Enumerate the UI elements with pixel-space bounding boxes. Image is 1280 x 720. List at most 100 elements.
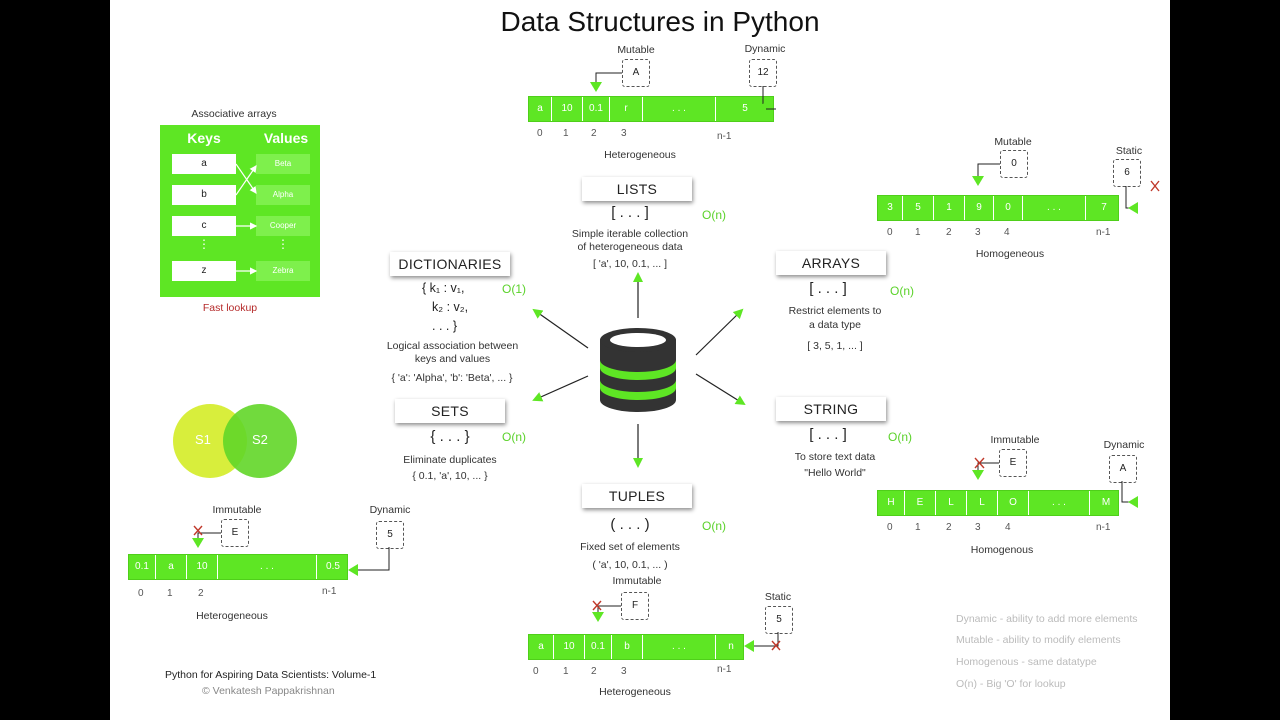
author-credit: © Venkatesh Pappakrishnan	[202, 685, 335, 697]
string-immutable-label: Immutable	[990, 434, 1040, 446]
lists-complexity: O(n)	[702, 208, 726, 222]
legend-homogenous: Homogenous - same datatype	[956, 656, 1097, 668]
array-index: 0	[887, 227, 893, 238]
string-label: STRING	[776, 397, 886, 421]
legend-mutable: Mutable - ability to modify elements	[956, 634, 1121, 646]
sets-array-caption: Heterogeneous	[196, 610, 268, 622]
array-index: n-1	[1096, 227, 1111, 238]
arrays-array-bar: 3 5 1 9 0 . . . 7	[877, 195, 1119, 221]
array-index: 1	[915, 227, 921, 238]
arrays-desc-line2: a data type	[809, 319, 861, 331]
array-cell: 10	[554, 635, 585, 659]
string-array-caption: Homogenous	[970, 544, 1034, 556]
arrays-array-caption: Homogeneous	[975, 248, 1045, 260]
dictionaries-desc-line1: Logical association between	[386, 340, 519, 352]
array-cell: . . .	[218, 555, 317, 579]
string-complexity: O(n)	[888, 430, 912, 444]
string-immutable-box: E	[999, 449, 1027, 477]
array-index: 4	[1004, 227, 1010, 238]
assoc-mapping-arrows	[235, 163, 258, 275]
arrays-label: ARRAYS	[776, 251, 886, 275]
value-cell: Zebra	[256, 261, 310, 281]
list-array-bar: a 10 0.1 r . . . 5	[528, 96, 774, 122]
dictionaries-symbol-line1: { k₁ : v₁,	[422, 281, 465, 295]
array-index: n-1	[717, 664, 732, 675]
string-dynamic-label: Dynamic	[1103, 439, 1145, 451]
array-cell: 0.5	[326, 561, 340, 572]
array-index: 1	[563, 666, 569, 677]
array-cell: 0	[994, 196, 1023, 220]
string-array-bar: H E L L O . . . M	[877, 490, 1119, 516]
string-symbol: [ . . . ]	[809, 426, 847, 443]
array-index: 2	[591, 666, 597, 677]
array-index: 2	[946, 522, 952, 533]
array-cell: H	[878, 491, 905, 515]
lists-example: [ 'a', 10, 0.1, ... ]	[592, 258, 668, 270]
diagram-title: Data Structures in Python	[500, 6, 820, 37]
array-connectors	[192, 72, 1160, 652]
sets-label: SETS	[395, 399, 505, 423]
key-cell: a	[172, 154, 236, 174]
array-index: n-1	[322, 586, 337, 597]
list-mutable-box: A	[622, 59, 650, 87]
arrays-symbol: [ . . . ]	[809, 280, 847, 297]
array-cell: a	[156, 555, 187, 579]
value-cell: Alpha	[256, 185, 310, 205]
array-index: n-1	[717, 131, 732, 142]
dictionaries-desc-line2: keys and values	[414, 353, 491, 365]
array-index: 0	[537, 128, 543, 139]
array-cell: . . .	[643, 97, 716, 121]
array-cell: 0.1	[583, 97, 610, 121]
set-s2-circle	[223, 404, 297, 478]
assoc-array-panel: Keys Values a b c ⋮ z Beta Alpha Cooper …	[160, 125, 320, 297]
list-mutable-label: Mutable	[617, 44, 655, 56]
tuples-immutable-label: Immutable	[612, 575, 662, 587]
tuples-static-label: Static	[764, 591, 792, 603]
array-index: 1	[915, 522, 921, 533]
tuples-static-box: 5	[765, 606, 793, 634]
array-cell: r	[610, 97, 643, 121]
array-cell: b	[612, 635, 643, 659]
array-index: 0	[887, 522, 893, 533]
array-cell: 10	[552, 97, 583, 121]
set-s2-label: S2	[252, 432, 268, 447]
array-cell: . . .	[1023, 196, 1086, 220]
array-cell: 9	[965, 196, 994, 220]
array-index: n-1	[1096, 522, 1111, 533]
value-cell: Beta	[256, 154, 310, 174]
dictionaries-symbol-line2: k₂ : v₂,	[432, 300, 469, 314]
array-index: 2	[198, 588, 204, 599]
arrays-complexity: O(n)	[890, 284, 914, 298]
arrays-static-box: 6	[1113, 159, 1141, 187]
array-index: 3	[621, 128, 627, 139]
array-cell: 3	[878, 196, 903, 220]
array-cell: n	[728, 641, 734, 652]
sets-immutable-box: E	[221, 519, 249, 547]
sets-dynamic-box: 5	[376, 521, 404, 549]
array-index: 1	[167, 588, 173, 599]
lists-symbol: [ . . . ]	[611, 204, 649, 221]
array-index: 0	[533, 666, 539, 677]
array-index: 1	[563, 128, 569, 139]
array-cell: 0.1	[129, 555, 156, 579]
sets-desc: Eliminate duplicates	[403, 454, 497, 466]
tuples-immutable-box: F	[621, 592, 649, 620]
array-cell: L	[936, 491, 967, 515]
book-credit: Python for Aspiring Data Scientists: Vol…	[165, 669, 377, 681]
array-cell: O	[998, 491, 1029, 515]
array-cell: L	[967, 491, 998, 515]
arrays-mutable-label: Mutable	[994, 136, 1032, 148]
keys-header: Keys	[187, 130, 221, 146]
tuples-complexity: O(n)	[702, 519, 726, 533]
sets-array-bar: 0.1 a 10 . . . 0.5	[128, 554, 348, 580]
array-cell: 7	[1101, 202, 1107, 213]
array-cell: . . .	[643, 635, 716, 659]
tuples-label: TUPLES	[582, 484, 692, 508]
lists-desc-line1: Simple iterable collection	[571, 228, 689, 240]
value-ellipsis: ⋮	[277, 237, 289, 251]
tuples-desc: Fixed set of elements	[580, 541, 680, 553]
array-cell: 10	[187, 555, 218, 579]
assoc-heading: Associative arrays	[191, 108, 277, 120]
arrays-mutable-box: 0	[1000, 150, 1028, 178]
arrays-example: [ 3, 5, 1, ... ]	[807, 340, 863, 352]
